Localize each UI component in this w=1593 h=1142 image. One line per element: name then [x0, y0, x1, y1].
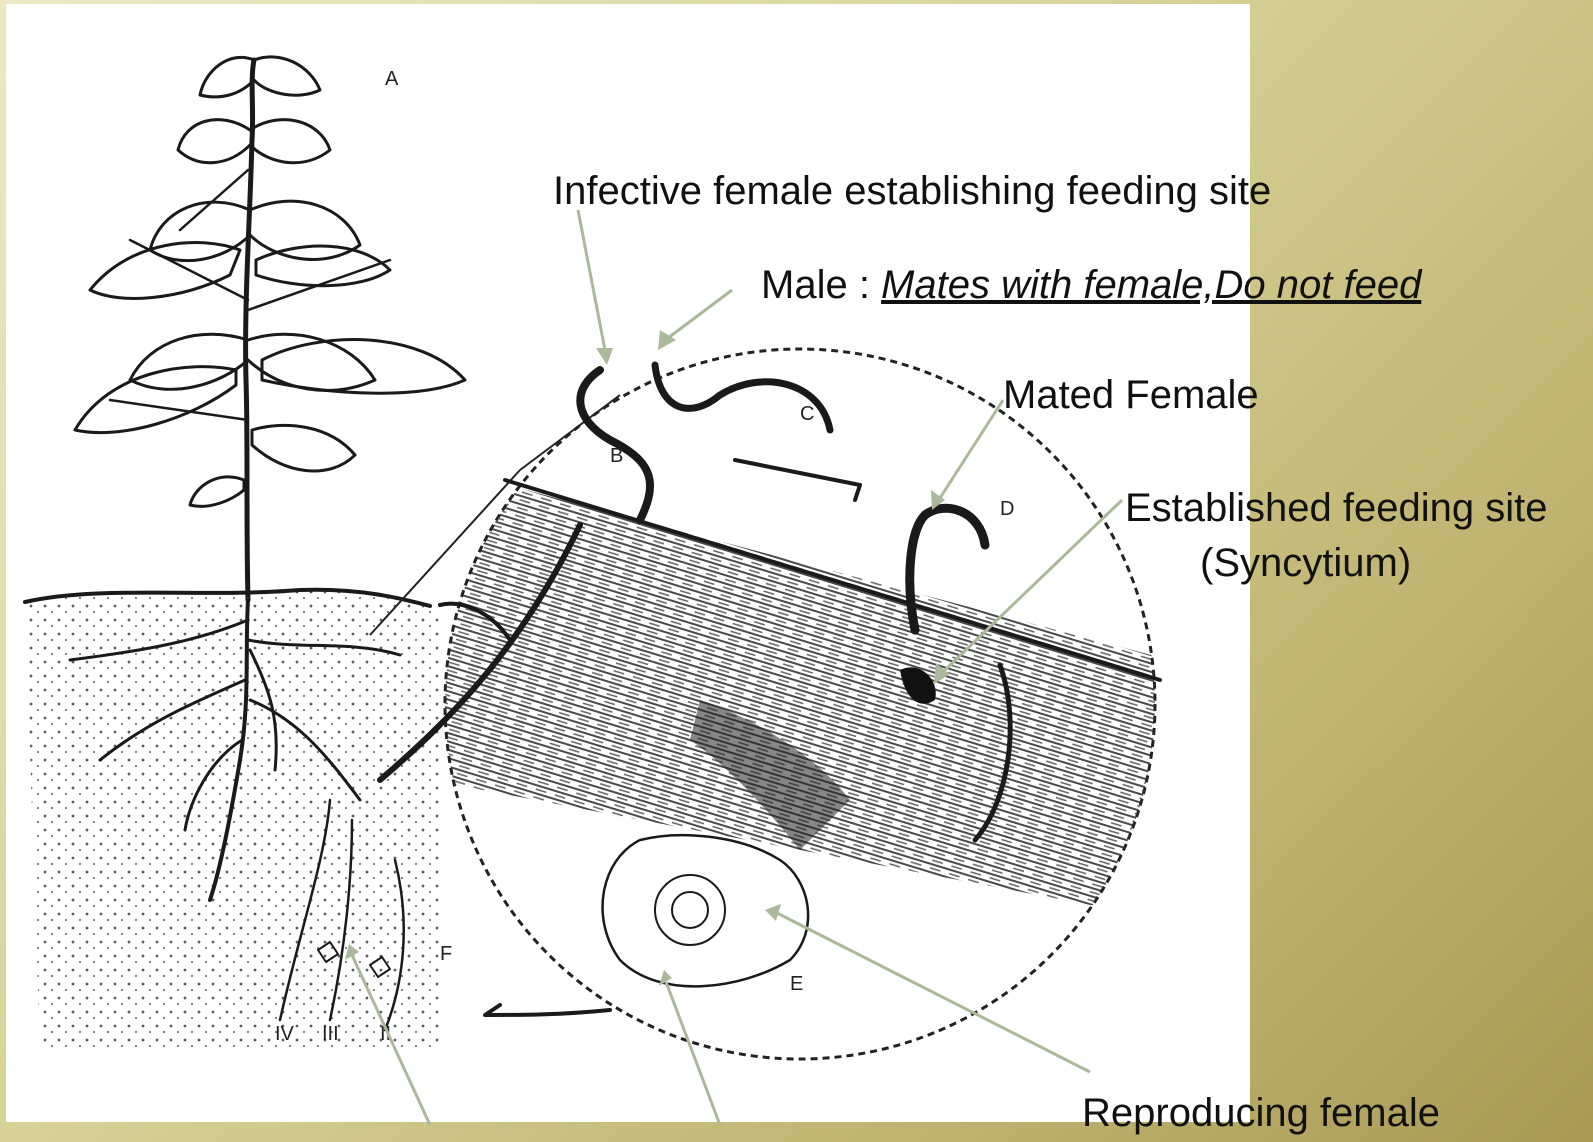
leaf [90, 243, 240, 299]
label-male: Male : Mates with female,Do not feed [761, 262, 1421, 308]
letter-a: A [385, 68, 399, 90]
magnified-root-section: E [370, 349, 1170, 1059]
label-reproducing-female: Reproducing female [1082, 1090, 1440, 1136]
letter-d: D [1000, 498, 1014, 520]
leaf [150, 201, 360, 260]
cotton-plant: A [75, 57, 465, 600]
label-infective-female: Infective female establishing feeding si… [553, 168, 1271, 214]
letter-e: E [790, 973, 803, 995]
label-male-prefix: Male : [761, 263, 881, 307]
leaf [190, 477, 244, 507]
leaf [130, 334, 375, 390]
label-mated-female: Mated Female [1003, 372, 1259, 418]
letter-iv: IV [275, 1023, 295, 1045]
letter-c: C [800, 403, 814, 425]
letter-f: F [440, 943, 452, 965]
label-feeding-site: Established feeding site [1125, 485, 1548, 531]
leaf [252, 425, 355, 471]
label-male-note: Mates with female,Do not feed [881, 263, 1421, 307]
letter-iii: III [322, 1023, 339, 1045]
cycle-arrow-return [485, 1005, 610, 1015]
letter-b: B [610, 445, 623, 467]
leaf [200, 57, 320, 97]
leaf [75, 367, 236, 433]
cycle-arrow [735, 460, 860, 500]
label-syncytium: (Syncytium) [1200, 540, 1411, 586]
